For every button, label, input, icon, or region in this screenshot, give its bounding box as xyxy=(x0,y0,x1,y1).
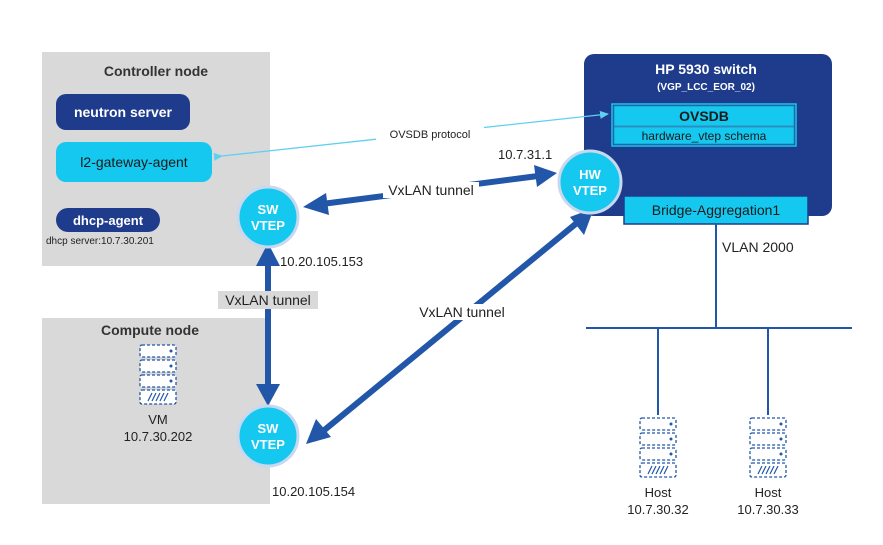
sw-vtep-bottom xyxy=(236,404,300,468)
vxlan-left-label: VxLAN tunnel xyxy=(225,292,311,308)
host1-label: Host xyxy=(645,485,672,500)
host2-label: Host xyxy=(755,485,782,500)
sw-vtep-bottom-line1: SW xyxy=(258,421,280,436)
vxlan-diag-head-top xyxy=(570,208,594,235)
hw-vtep xyxy=(557,149,623,215)
ovsdb-protocol-label-bg xyxy=(376,127,484,141)
ovsdb-header xyxy=(613,105,795,127)
switch-subtitle: (VGP_LCC_EOR_02) xyxy=(657,82,755,93)
vxlan-diag-label: VxLAN tunnel xyxy=(419,304,505,320)
vxlan-diag-head-bottom xyxy=(306,419,331,444)
ovsdb-label: OVSDB xyxy=(679,108,729,124)
vxlan-left-head-top xyxy=(256,243,280,266)
host2-server-icon xyxy=(749,417,787,478)
dhcp-server-label: dhcp server:10.7.30.201 xyxy=(46,236,154,247)
controller-node-title: Controller node xyxy=(104,63,208,79)
vxlan-top-head-left xyxy=(303,193,329,215)
host1-server-icon xyxy=(639,417,677,478)
vxlan-left-label-bg xyxy=(218,291,318,309)
host1-ip: 10.7.30.32 xyxy=(627,502,688,517)
l2-gateway-agent-box xyxy=(56,142,212,182)
host2-ip: 10.7.30.33 xyxy=(737,502,798,517)
hw-vtep-line1: HW xyxy=(579,167,601,182)
l2-gateway-agent-label: l2-gateway-agent xyxy=(80,154,188,170)
sw-vtep-top-line1: SW xyxy=(258,202,280,217)
bridge-aggregation-label: Bridge-Aggregation1 xyxy=(652,202,781,218)
dhcp-agent-label: dhcp-agent xyxy=(73,213,144,228)
vm-label: VM xyxy=(148,412,168,427)
switch-title: HP 5930 switch xyxy=(655,61,757,77)
schema-label: hardware_vtep schema xyxy=(642,129,767,143)
ovsdb-protocol-label: OVSDB protocol xyxy=(390,129,471,141)
sw-vtep-top-ip: 10.20.105.153 xyxy=(280,254,363,269)
vxlan-diag-shaft xyxy=(320,219,580,435)
hw-vtep-line2: VTEP xyxy=(573,183,607,198)
vxlan-diag-label-bg xyxy=(414,304,510,320)
neutron-server-box xyxy=(56,94,190,130)
vxlan-top-head-right xyxy=(534,165,557,187)
sw-vtep-top xyxy=(236,185,300,249)
hw-vtep-ip: 10.7.31.1 xyxy=(498,147,552,162)
schema-bar xyxy=(613,126,795,145)
sw-vtep-bottom-line2: VTEP xyxy=(251,437,285,452)
vlan-label: VLAN 2000 xyxy=(722,239,794,255)
vxlan-top-label: VxLAN tunnel xyxy=(388,182,474,198)
bridge-aggregation-box xyxy=(623,195,809,225)
neutron-server-label: neutron server xyxy=(74,104,173,120)
compute-node-title: Compute node xyxy=(101,322,199,338)
vxlan-left-head-bottom xyxy=(256,384,280,406)
sw-vtep-bottom-ip: 10.20.105.154 xyxy=(272,484,355,499)
vxlan-top-label-bg xyxy=(383,182,479,198)
dhcp-agent-box xyxy=(56,208,160,232)
vm-ip: 10.7.30.202 xyxy=(124,429,193,444)
sw-vtep-top-line2: VTEP xyxy=(251,218,285,233)
